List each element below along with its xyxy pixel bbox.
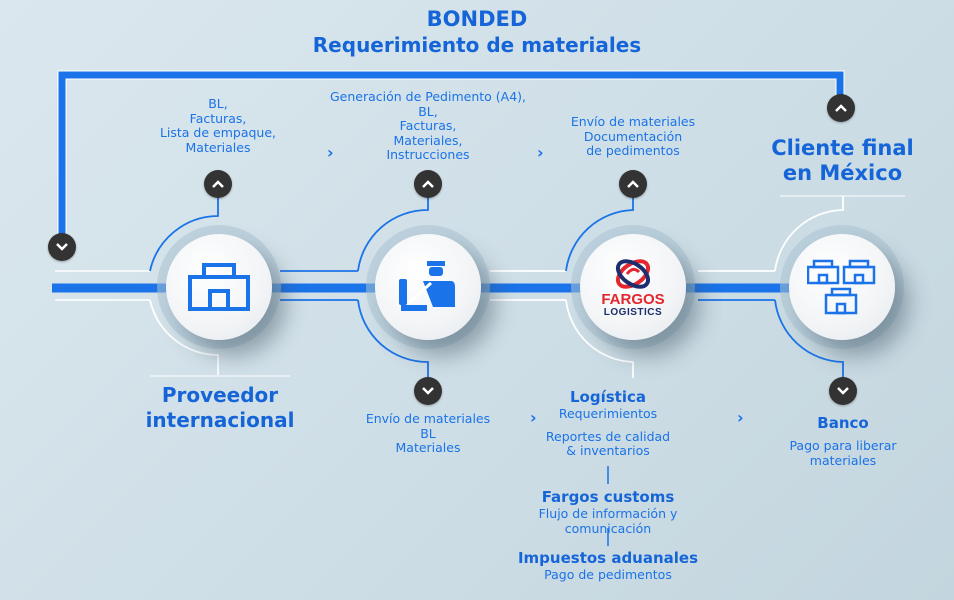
- note-line: de pedimentos: [586, 143, 680, 158]
- note-line: BL,: [418, 103, 438, 119]
- note-line: Envío de materiales: [365, 411, 491, 426]
- label-line: Cliente final: [771, 136, 914, 160]
- expand-up-button[interactable]: [414, 170, 442, 198]
- chevron-right-icon: ›: [537, 143, 544, 162]
- note-envio-docs: Envío de materiales Documentación de ped…: [548, 114, 718, 159]
- note-line: Reportes de calidad: [545, 428, 671, 444]
- note-line: BL,: [208, 96, 228, 111]
- note-line: Materiales: [395, 440, 461, 455]
- expand-down-button[interactable]: [48, 233, 76, 261]
- logistica-block: Logística Requerimientos Reportes de cal…: [528, 388, 688, 459]
- note-line: Materiales: [185, 139, 251, 155]
- chevron-down-icon: [422, 387, 434, 395]
- chevron-up-icon: [627, 180, 639, 188]
- note-line: Pago para liberar: [789, 438, 897, 453]
- note-line: Pago de pedimentos: [544, 567, 672, 582]
- logo-line-fargos: FARGOS: [601, 291, 665, 308]
- chevron-up-icon: [422, 180, 434, 188]
- label-line: en México: [782, 161, 903, 185]
- building-icon: [188, 263, 250, 311]
- chevron-down-icon: [837, 387, 849, 395]
- node-aduana[interactable]: [366, 225, 490, 349]
- label-cliente-final: Cliente final en México: [760, 136, 925, 186]
- note-line: Generación de Pedimento (A4),: [329, 89, 526, 104]
- fargos-logo-text: FARGOS LOGISTICS: [601, 292, 664, 318]
- impuestos-title: Impuestos aduanales: [517, 549, 699, 567]
- label-proveedor: Proveedor internacional: [130, 383, 310, 433]
- note-line: Materiales,: [393, 132, 463, 148]
- fargos-logo-icon: [615, 259, 651, 289]
- bonded-loop-line-blue: [58, 71, 844, 245]
- title-subtitle: Requerimiento de materiales: [312, 33, 642, 57]
- label-line: Proveedor: [161, 383, 279, 407]
- buildings-icon: [807, 259, 876, 315]
- label-line: internacional: [145, 408, 295, 432]
- node-cliente-final[interactable]: [780, 225, 904, 349]
- note-line: & inventarios: [566, 443, 650, 458]
- expand-up-button[interactable]: [619, 170, 647, 198]
- chevron-right-icon: ›: [530, 408, 537, 427]
- node-fargos-logistics[interactable]: FARGOS LOGISTICS: [571, 225, 695, 349]
- chevron-down-icon: [56, 243, 68, 251]
- customs-officer-icon: [399, 261, 455, 311]
- banco-title: Banco: [817, 414, 869, 432]
- note-line: Envío de materiales: [570, 114, 696, 129]
- note-line: BL: [420, 425, 436, 441]
- note-line: Flujo de información y comunicación: [538, 506, 678, 536]
- chevron-up-icon: [212, 180, 224, 188]
- expand-down-button[interactable]: [829, 377, 857, 405]
- fargos-customs-title: Fargos customs: [541, 488, 675, 506]
- chevron-right-icon: ›: [327, 143, 334, 162]
- banco-block: Banco Pago para liberar materiales: [773, 414, 913, 468]
- chevron-up-icon: [835, 104, 847, 112]
- note-line: Facturas,: [189, 110, 247, 126]
- note-pedimento-docs: Generación de Pedimento (A4), BL, Factur…: [318, 89, 538, 163]
- chevron-right-icon: ›: [737, 408, 744, 427]
- node-proveedor[interactable]: [157, 225, 281, 349]
- fargos-customs-block: Fargos customs Flujo de información y co…: [498, 488, 718, 536]
- note-line: Lista de empaque,: [159, 125, 277, 140]
- impuestos-block: Impuestos aduanales Pago de pedimentos: [508, 549, 708, 583]
- note-line: Documentación: [583, 128, 683, 144]
- logistica-title: Logística: [570, 388, 646, 406]
- expand-down-button[interactable]: [414, 377, 442, 405]
- logo-line-logistics: LOGISTICS: [603, 307, 663, 318]
- note-proveedor-docs: BL, Facturas, Lista de empaque, Material…: [128, 96, 308, 155]
- diagram-title: BONDED Requerimiento de materiales: [0, 6, 954, 58]
- note-line: Facturas,: [399, 118, 457, 133]
- expand-up-button[interactable]: [204, 170, 232, 198]
- note-line: Requerimientos: [558, 406, 658, 421]
- note-envio-materiales: Envío de materiales BL Materiales: [348, 411, 508, 456]
- title-bonded: BONDED: [426, 7, 528, 31]
- expand-up-button[interactable]: [827, 94, 855, 122]
- note-line: Instrucciones: [386, 147, 470, 162]
- note-line: materiales: [809, 452, 877, 468]
